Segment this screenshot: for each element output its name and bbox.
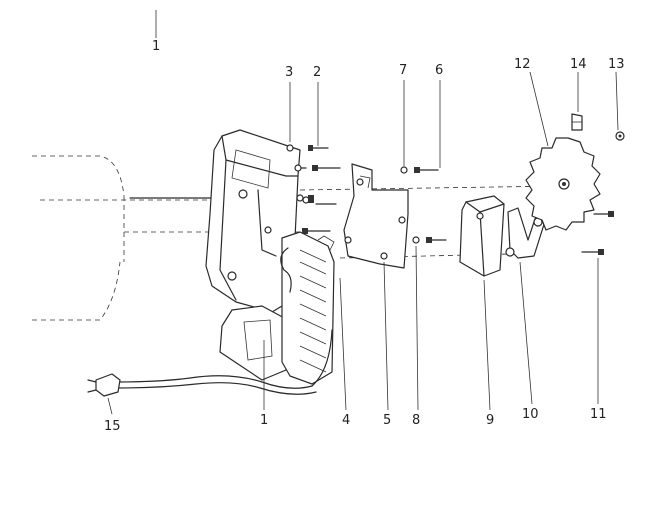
- part-labels: 1 3 2 7 6 12 14 13 1 4 5 8 9 10 11 15: [104, 39, 625, 434]
- label-part-2: 2: [313, 65, 321, 80]
- label-part-13: 13: [608, 57, 625, 72]
- leader-lines: [107, 10, 619, 415]
- screws-top-left: [286, 144, 341, 234]
- blade-nut: [571, 113, 583, 131]
- switch-plate: [343, 163, 409, 269]
- label-part-1: 1: [260, 413, 268, 428]
- label-part-12: 12: [514, 57, 531, 72]
- label-part-14: 14: [570, 57, 587, 72]
- label-part-6: 6: [435, 63, 443, 78]
- label-part-10: 10: [522, 407, 539, 422]
- switch-box: [459, 195, 505, 277]
- bracket-foot: [219, 305, 289, 381]
- motor-coil: [280, 231, 335, 385]
- label-part-11: 11: [590, 407, 607, 422]
- blade-screw: [615, 131, 625, 141]
- label-part-7: 7: [399, 63, 407, 78]
- label-part-9: 9: [486, 413, 494, 428]
- motor-bracket: [205, 129, 301, 313]
- power-cord: [87, 329, 333, 397]
- screw-part-8: [412, 236, 447, 244]
- saw-blade: [525, 137, 601, 231]
- label-part-4: 4: [342, 413, 350, 428]
- screws-top-mid: [400, 166, 439, 174]
- label-part-5: 5: [383, 413, 391, 428]
- screws-right: [581, 211, 614, 255]
- label-part-8: 8: [412, 413, 420, 428]
- label-part-15: 15: [104, 419, 121, 434]
- guard-bracket: [505, 207, 547, 259]
- label-part-3: 3: [285, 65, 293, 80]
- label-top-1: 1: [152, 39, 160, 54]
